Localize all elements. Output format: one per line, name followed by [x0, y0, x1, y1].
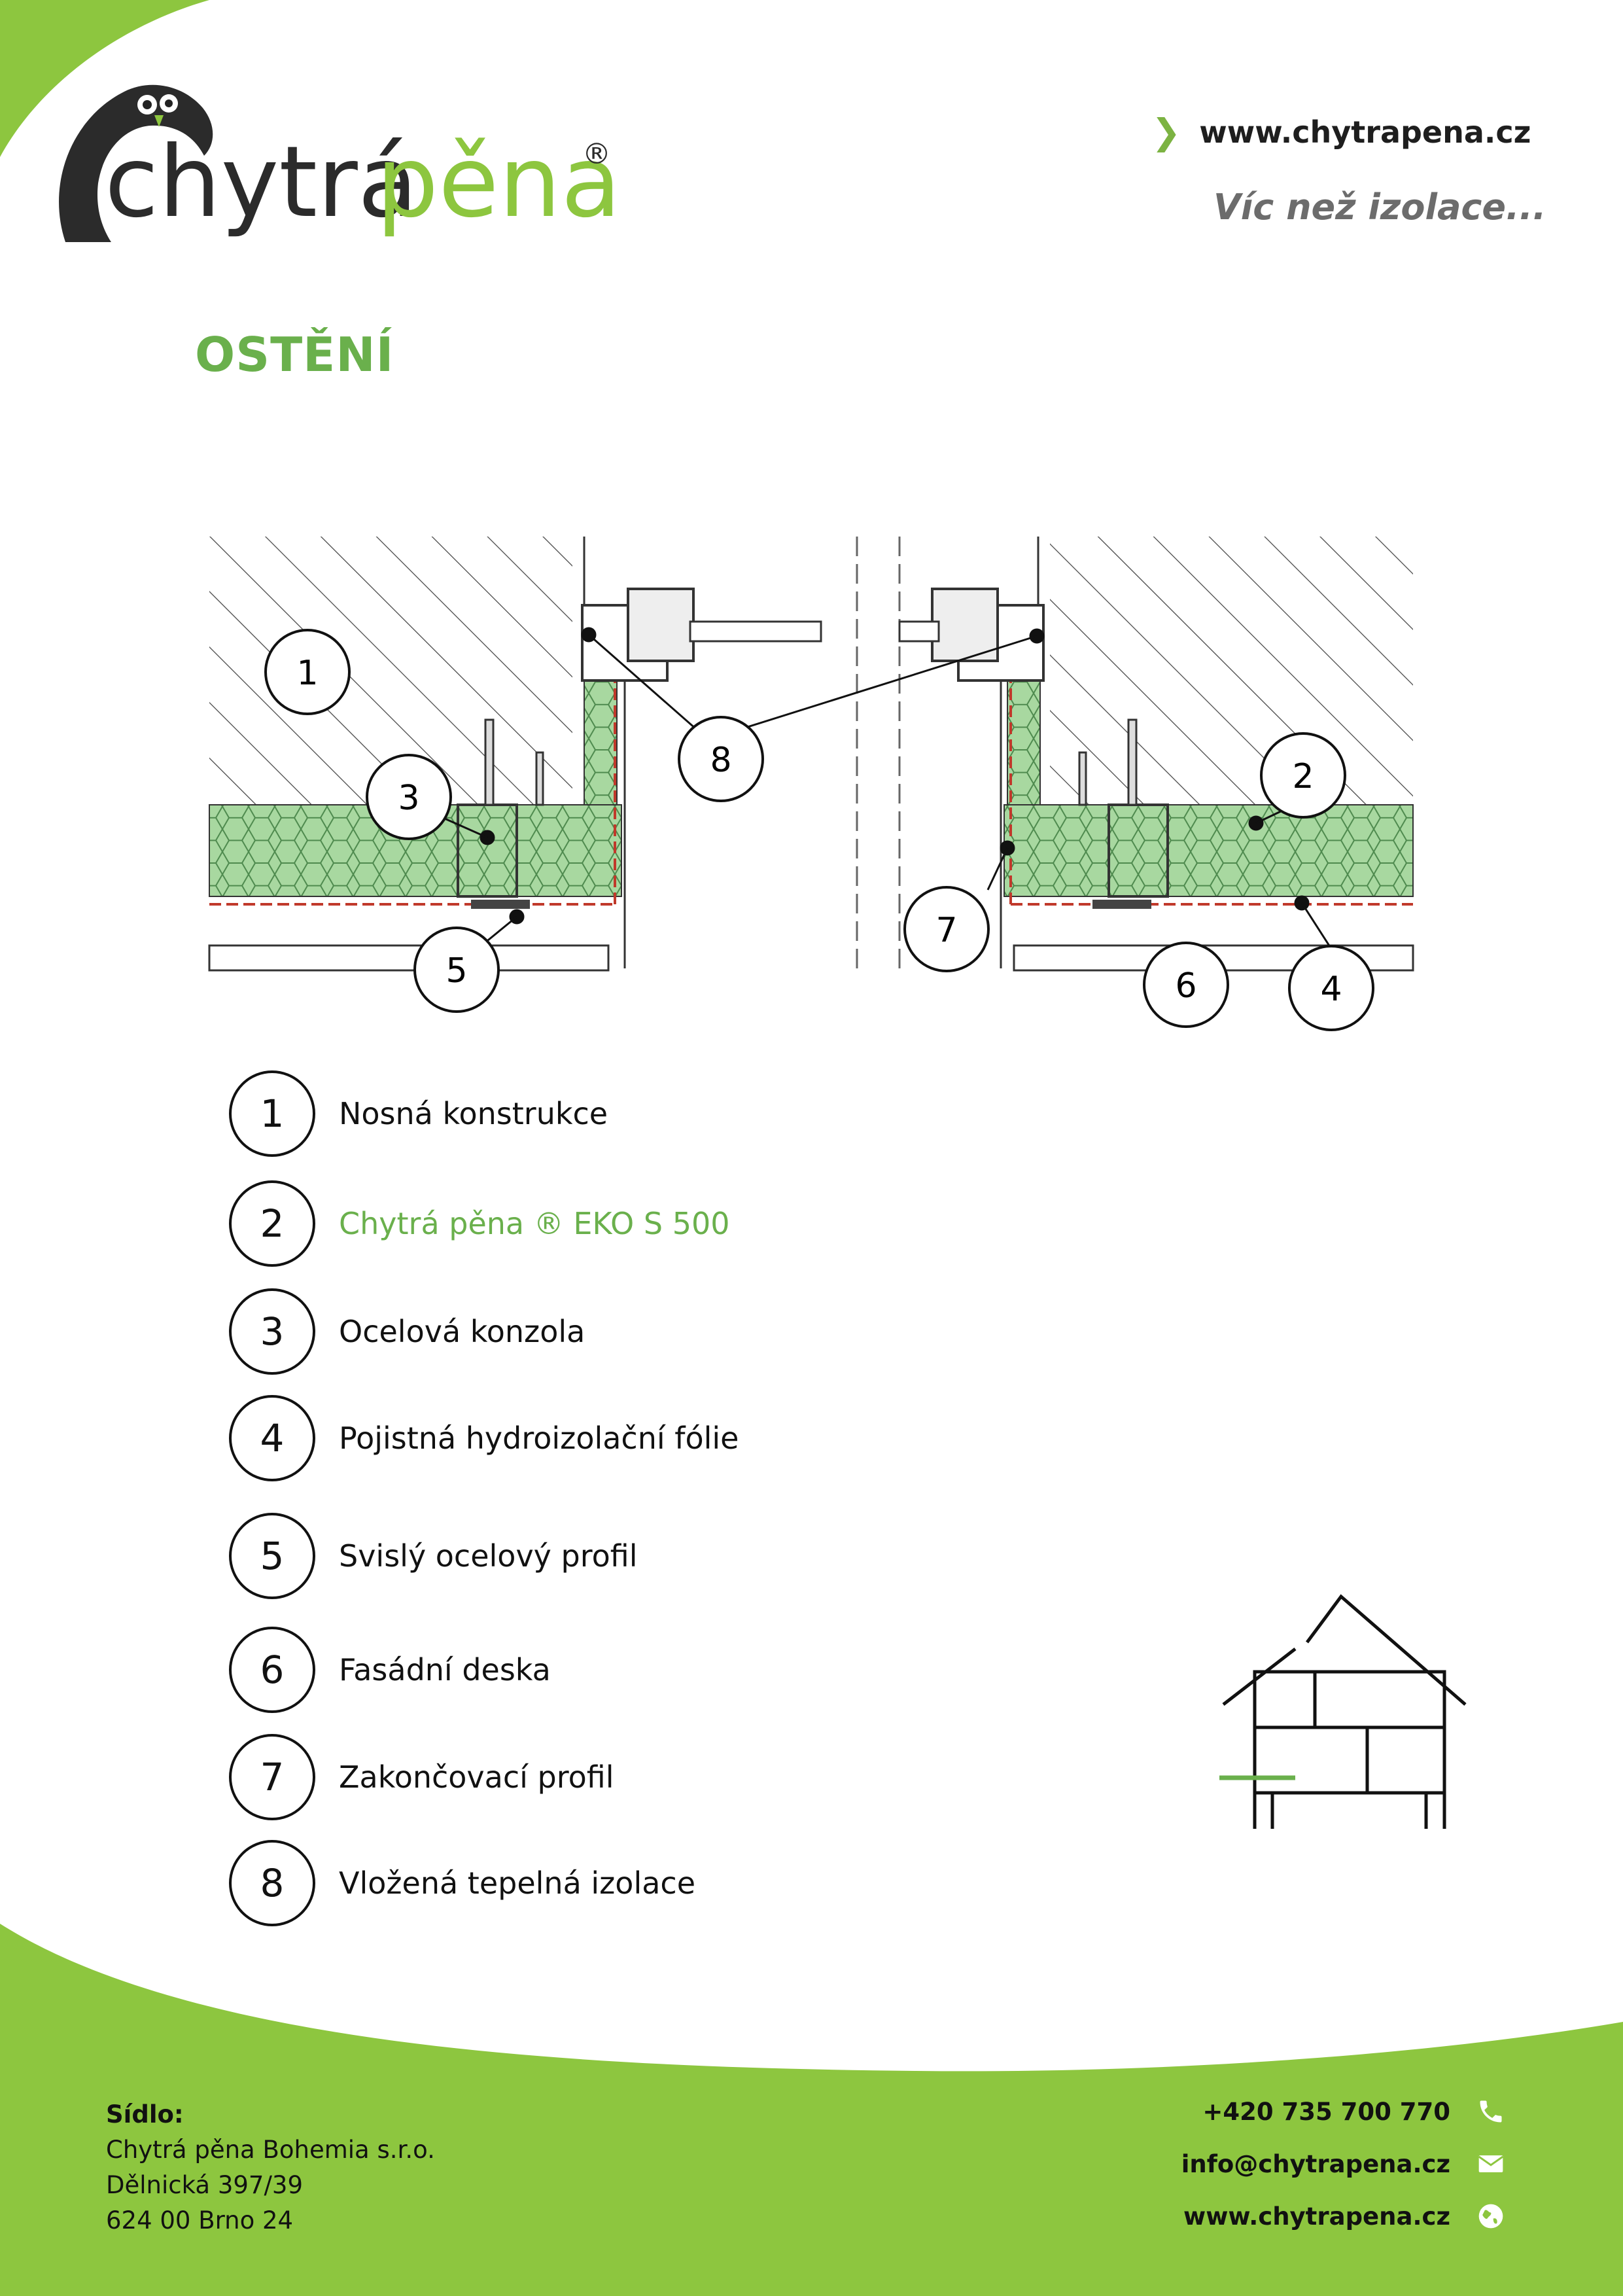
footer-street: Dělnická 397/39 — [106, 2171, 303, 2199]
legend-number: 1 — [229, 1070, 315, 1157]
legend-number: 3 — [229, 1288, 315, 1375]
header-swoosh — [0, 0, 209, 157]
legend-number: 8 — [229, 1840, 315, 1926]
legend-item-1: 1 Nosná konstrukce — [229, 1068, 608, 1159]
legend-number: 7 — [229, 1734, 315, 1820]
legend-text: Pojistná hydroizolační fólie — [339, 1421, 739, 1456]
svg-text:1: 1 — [296, 654, 318, 693]
slogan: Víc než izolace... — [1213, 186, 1546, 228]
legend-text: Chytrá pěna ® EKO S 500 — [339, 1206, 730, 1241]
callout-1: 1 — [264, 629, 351, 715]
footer-phone-text: +420 735 700 770 — [1202, 2097, 1450, 2126]
footer-phone[interactable]: +420 735 700 770 — [1202, 2097, 1505, 2126]
svg-text:8: 8 — [710, 741, 731, 780]
legend-item-5: 5 Svislý ocelový profil — [229, 1510, 638, 1602]
svg-text:2: 2 — [1292, 757, 1314, 796]
svg-text:7: 7 — [935, 911, 957, 950]
legend-number: 6 — [229, 1627, 315, 1713]
legend-number: 2 — [229, 1180, 315, 1267]
legend-text: Nosná konstrukce — [339, 1096, 608, 1131]
footer-email[interactable]: info@chytrapena.cz — [1181, 2149, 1505, 2178]
callout-7: 7 — [903, 886, 990, 972]
phone-icon — [1480, 2100, 1502, 2123]
legend-item-2: 2 Chytrá pěna ® EKO S 500 — [229, 1178, 730, 1269]
brand-logo: chytrá pěna ® — [59, 84, 615, 242]
legend-number: 5 — [229, 1513, 315, 1599]
svg-text:4: 4 — [1320, 970, 1342, 1009]
legend-item-8: 8 Vložená tepelná izolace — [229, 1837, 695, 1929]
callout-5: 5 — [413, 927, 500, 1013]
registered-mark: ® — [582, 137, 611, 171]
chevron-right-icon: ❯ — [1151, 111, 1181, 152]
legend-item-3: 3 Ocelová konzola — [229, 1286, 585, 1377]
callout-6: 6 — [1143, 942, 1229, 1028]
footer-website[interactable]: www.chytrapena.cz — [1183, 2202, 1505, 2231]
callout-8: 8 — [678, 716, 764, 802]
right-wall — [898, 537, 1414, 972]
footer-email-text: info@chytrapena.cz — [1181, 2149, 1450, 2178]
page-title: OSTĚNÍ — [195, 327, 394, 382]
header-website-text: www.chytrapena.cz — [1199, 114, 1531, 150]
callout-2: 2 — [1260, 732, 1346, 819]
legend-item-4: 4 Pojistná hydroizolační fólie — [229, 1392, 739, 1484]
legend-text: Vložená tepelná izolace — [339, 1865, 696, 1901]
footer-address: Sídlo: Chytrá pěna Bohemia s.r.o. Dělnic… — [106, 2097, 435, 2238]
legend-text: Fasádní deska — [339, 1652, 551, 1687]
legend-number: 4 — [229, 1395, 315, 1481]
footer-background — [0, 1924, 1623, 2296]
brand-word-1: chytrá — [105, 126, 418, 239]
globe-icon — [1478, 2204, 1503, 2229]
svg-text:6: 6 — [1175, 966, 1196, 1006]
window-reveal-drawing: 1 3 8 5 2 7 6 4 — [208, 537, 1414, 1031]
header-website[interactable]: ❯ www.chytrapena.cz — [1151, 111, 1531, 152]
legend-item-6: 6 Fasádní deska — [229, 1624, 551, 1716]
legend-text: Ocelová konzola — [339, 1314, 585, 1349]
footer-website-text: www.chytrapena.cz — [1183, 2202, 1450, 2231]
envelope-icon — [1478, 2155, 1504, 2172]
footer-label: Sídlo: — [106, 2100, 184, 2128]
legend-text: Zakončovací profil — [339, 1759, 614, 1795]
footer-company: Chytrá pěna Bohemia s.r.o. — [106, 2136, 435, 2164]
svg-text:3: 3 — [398, 779, 419, 818]
callout-4: 4 — [1288, 945, 1374, 1031]
svg-text:5: 5 — [445, 951, 467, 991]
brand-word-2: pěna — [376, 126, 615, 239]
legend-item-7: 7 Zakončovací profil — [229, 1731, 614, 1823]
legend-text: Svislý ocelový profil — [339, 1538, 638, 1574]
callout-3: 3 — [366, 754, 452, 840]
house-icon — [1219, 1594, 1467, 1829]
footer-city: 624 00 Brno 24 — [106, 2206, 294, 2234]
